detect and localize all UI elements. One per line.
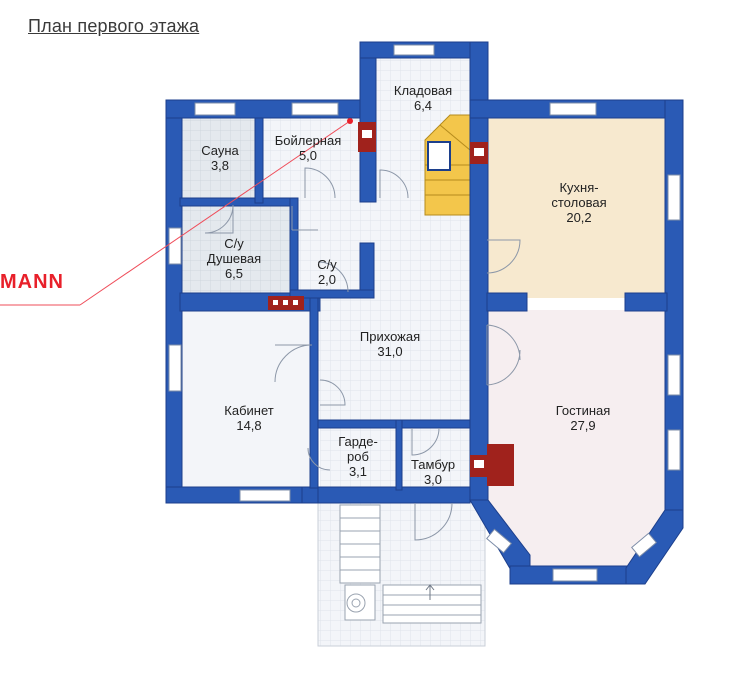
room-name-line1: Гарде- — [338, 434, 378, 449]
room-area: 6,4 — [413, 98, 433, 113]
room-name: Бойлерная — [274, 133, 342, 148]
room-name: Прихожая — [359, 329, 421, 344]
room-label-storage: Кладовая 6,4 — [394, 83, 452, 113]
living-floor — [487, 310, 665, 570]
room-name: Тамбур — [410, 457, 456, 472]
room-label-kitchen: Кухня- столовая 20,2 — [551, 180, 606, 225]
sauna-floor — [180, 118, 260, 203]
room-label-vestibule: Тамбур 3,0 — [411, 457, 455, 487]
room-area: 5,0 — [298, 148, 318, 163]
porch — [317, 499, 486, 647]
room-area: 3,1 — [348, 464, 368, 479]
room-area: 3,8 — [210, 158, 230, 173]
wardrobe-floor — [320, 423, 400, 488]
shower-floor — [180, 203, 290, 293]
staircase — [424, 114, 471, 216]
room-label-hall: Прихожая 31,0 — [360, 329, 420, 359]
room-area: 6,5 — [224, 266, 244, 281]
room-name: Гостиная — [555, 403, 611, 418]
room-label-wardrobe: Гарде- роб 3,1 — [338, 434, 378, 479]
windows — [168, 44, 681, 582]
room-name: С/у — [317, 257, 337, 272]
room-floors — [180, 58, 665, 570]
room-name-line2: столовая — [551, 195, 607, 210]
doors — [204, 167, 521, 541]
room-name: Кабинет — [224, 403, 274, 418]
kitchen-floor — [487, 118, 665, 298]
room-area: 2,0 — [317, 272, 337, 287]
room-label-boiler: Бойлерная 5,0 — [275, 133, 342, 163]
room-area: 3,0 — [423, 472, 443, 487]
room-area: 31,0 — [377, 344, 403, 359]
room-area: 20,2 — [566, 210, 592, 225]
room-label-study: Кабинет 14,8 — [224, 403, 273, 433]
room-label-wc: С/у 2,0 — [317, 257, 337, 287]
fixtures — [268, 122, 514, 486]
room-area: 14,8 — [236, 418, 262, 433]
page-title: План первого этажа — [28, 16, 200, 36]
boiler-floor — [260, 118, 365, 203]
room-name-line1: С/у — [224, 236, 244, 251]
room-name-line1: Кухня- — [559, 180, 599, 195]
room-name-line2: роб — [347, 449, 369, 464]
pointer-line — [0, 118, 353, 306]
room-label-living: Гостиная 27,9 — [556, 403, 611, 433]
room-name: Кладовая — [393, 83, 453, 98]
brand-logo-fragment: MANN — [0, 271, 64, 293]
room-name-line2: Душевая — [206, 251, 262, 266]
study-floor — [180, 310, 310, 488]
room-area: 27,9 — [570, 418, 596, 433]
room-label-sauna: Сауна 3,8 — [201, 143, 239, 173]
room-name: Сауна — [201, 143, 239, 158]
room-label-shower: С/у Душевая 6,5 — [207, 236, 261, 281]
